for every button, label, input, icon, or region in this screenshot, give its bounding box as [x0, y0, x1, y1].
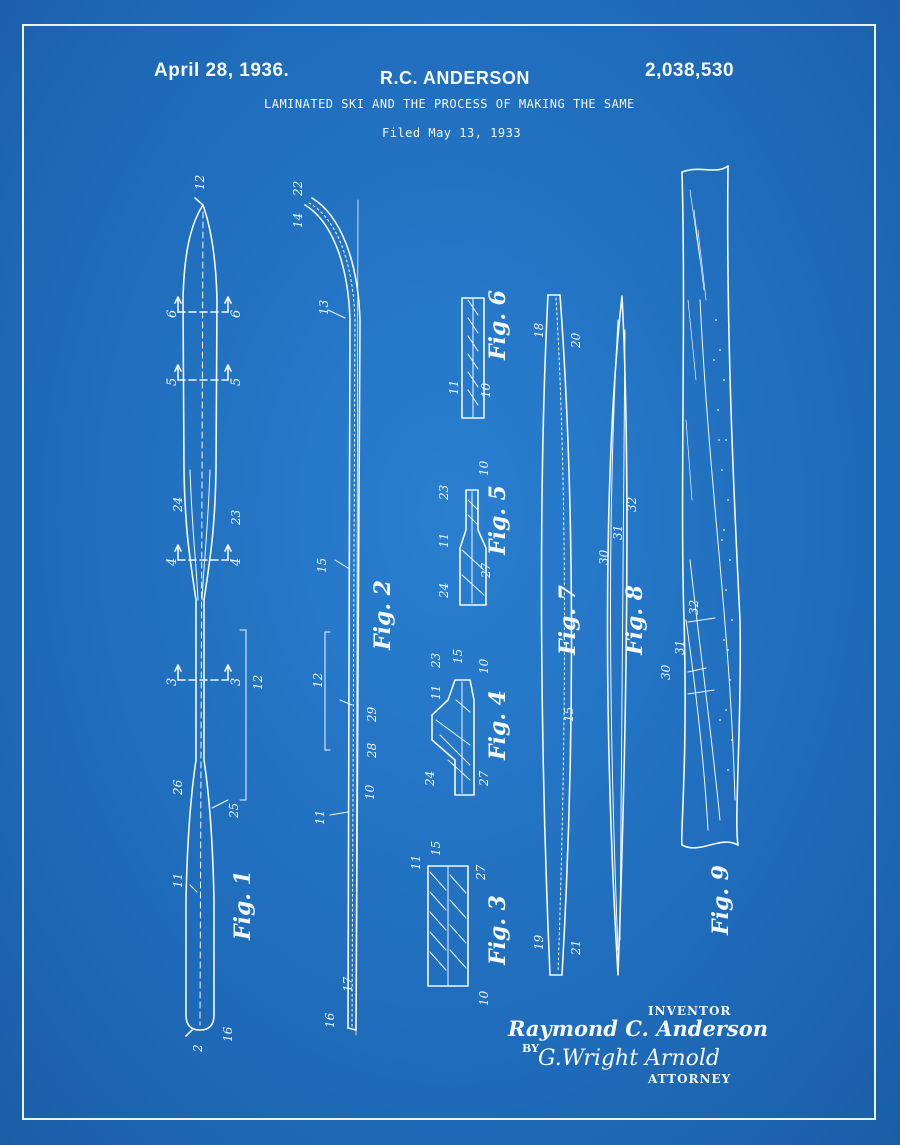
ref-fig4-15: 15	[451, 649, 465, 664]
ref-fig8-31: 31	[611, 525, 625, 540]
fig9-laminate-curve-1	[699, 299, 736, 801]
fig7-profile-c	[555, 297, 565, 973]
fig5-cross-section	[459, 489, 487, 606]
section-mark-6a: 6	[165, 310, 180, 318]
ref-fig2-13: 13	[317, 299, 331, 315]
ref-fig1-12: 12	[251, 675, 265, 690]
ref-fig9-32: 32	[687, 600, 701, 615]
fig9-label: Fig. 9	[708, 865, 734, 936]
fig1-centerline	[199, 211, 204, 1026]
inventor-caption: INVENTOR	[648, 1004, 732, 1018]
ref-fig9-30: 30	[659, 664, 673, 680]
fig9-laminate-curve-3	[685, 619, 709, 831]
fig6-label: Fig. 6	[485, 290, 511, 361]
ref-fig3-11: 11	[409, 855, 423, 870]
ref-fig1-26: 26	[171, 779, 185, 796]
ref-fig3-10: 10	[477, 990, 491, 1006]
ref-fig1-25: 25	[227, 803, 241, 819]
attorney-signature: G.Wright Arnold	[538, 1046, 720, 1071]
ref-fig1-24: 24	[171, 497, 185, 513]
ref-fig8-30: 30	[597, 549, 611, 565]
ref-fig2-17: 17	[341, 976, 355, 992]
inventor-heading: R.C. ANDERSON	[380, 68, 530, 88]
section-mark-4a: 4	[165, 558, 180, 567]
section-mark-5a: 5	[165, 378, 180, 386]
border-frame	[22, 24, 876, 1120]
fig2-ski-side-top	[304, 204, 351, 1029]
inventor-signature: Raymond C. Anderson	[508, 1016, 768, 1041]
ref-fig4-23: 23	[429, 652, 443, 669]
ref-fig2-16: 16	[323, 1012, 337, 1028]
fig8-profile	[606, 295, 628, 976]
ref-fig1-12-top: 12	[193, 175, 207, 190]
section-mark-4b: 4	[229, 558, 244, 567]
ref-fig1-23: 23	[229, 509, 243, 526]
ref-fig2-10: 10	[363, 784, 377, 800]
fig2-ski-side-bottom	[311, 197, 361, 1031]
ref-fig2-22: 22	[291, 181, 305, 197]
fig9-block-right	[726, 165, 742, 846]
ref-fig2-12: 12	[311, 673, 325, 688]
ref-fig7-20: 20	[569, 332, 583, 349]
patent-number: 2,038,530	[645, 60, 735, 81]
ref-fig1-11: 11	[171, 873, 185, 888]
fig9-stipple	[713, 319, 733, 771]
ref-fig9-31: 31	[673, 640, 687, 655]
patent-date: April 28, 1936.	[154, 60, 290, 81]
ref-fig6-11: 11	[447, 380, 461, 395]
fig7-profile-b	[559, 294, 573, 976]
ref-fig7-19: 19	[532, 934, 546, 950]
ref-fig3-15: 15	[429, 841, 443, 856]
ref-fig5-24: 24	[437, 583, 451, 599]
fig4-cross-section	[431, 679, 475, 796]
ref-fig4-27: 27	[477, 770, 491, 787]
ref-fig7-15: 15	[562, 707, 576, 722]
section-mark-3a: 3	[165, 678, 180, 686]
section-mark-6b: 6	[229, 310, 244, 318]
ref-fig4-10: 10	[477, 658, 491, 674]
ref-fig5-27: 27	[479, 562, 493, 579]
filed-date: Filed May 13, 1933	[382, 126, 522, 140]
patent-title: LAMINATED SKI AND THE PROCESS OF MAKING …	[264, 97, 635, 111]
ref-fig5-10: 10	[477, 460, 491, 476]
fig9-block-left	[680, 171, 686, 846]
ref-fig7-18: 18	[532, 322, 546, 338]
fig1-label: Fig. 1	[230, 870, 256, 941]
fig8-label: Fig. 8	[622, 585, 648, 656]
section-mark-5b: 5	[229, 378, 244, 386]
fig3-label: Fig. 3	[485, 895, 511, 966]
fig2-laminate-line	[308, 202, 356, 1030]
ref-fig4-24: 24	[423, 771, 437, 787]
ref-fig3-27: 27	[474, 864, 488, 881]
fig1-ski-outline	[182, 204, 218, 1031]
fig7-profile-a	[540, 294, 551, 976]
attorney-caption: ATTORNEY	[648, 1072, 732, 1086]
ref-fig5-23: 23	[437, 484, 451, 501]
fig7-label: Fig. 7	[555, 584, 581, 656]
section-mark-3b: 3	[229, 678, 244, 686]
fig1-inner-line	[189, 469, 211, 601]
fig2-baseline	[355, 199, 359, 1036]
ref-fig4-11: 11	[429, 685, 443, 700]
ref-fig2-15: 15	[315, 558, 329, 573]
fig4-label: Fig. 4	[485, 690, 511, 761]
ref-fig8-32: 32	[625, 497, 639, 512]
ref-fig6-10: 10	[479, 382, 493, 398]
fig5-label: Fig. 5	[485, 485, 511, 556]
ref-fig5-11: 11	[437, 533, 451, 548]
ref-fig1-16: 16	[221, 1026, 235, 1042]
ref-fig1-2: 2	[191, 1044, 205, 1053]
ref-fig2-29: 29	[365, 706, 379, 723]
ref-fig7-21: 21	[569, 940, 583, 956]
fig9-laminate-curve-2	[689, 559, 721, 821]
ref-fig2-28: 28	[365, 742, 379, 759]
by-label: BY	[522, 1042, 539, 1055]
fig2-label: Fig. 2	[370, 580, 396, 651]
ref-fig2-11: 11	[313, 810, 327, 825]
ref-fig2-14: 14	[291, 213, 305, 228]
